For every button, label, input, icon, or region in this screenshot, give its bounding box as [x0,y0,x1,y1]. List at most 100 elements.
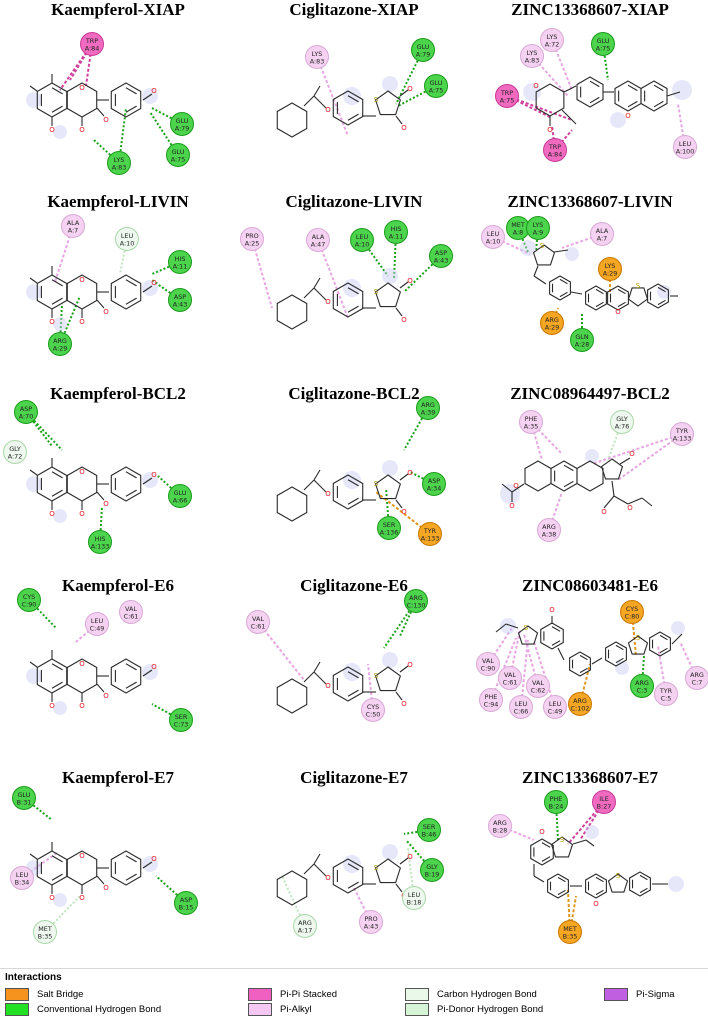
atom-label: O [401,316,407,324]
atom-label: O [79,510,85,518]
atom-label: O [49,894,55,902]
residue-position: A:133 [421,535,440,543]
atom-label: O [325,298,331,306]
residue-position: C:90 [481,665,496,673]
panel-title: ZINC13368607-XIAP [472,0,708,20]
atom-label: O [79,84,85,92]
atom-label: O [549,606,555,614]
legend-label-pi-donor-hydrogen-bond: Pi-Donor Hydrogen Bond [437,1004,543,1015]
legend-swatch-pi-pi-stacked [248,988,272,1001]
panel-title: Kaempferol-BCL2 [0,384,236,404]
atom-label: S [374,864,379,872]
atom-label: O [49,510,55,518]
panel-title: ZINC08964497-BCL2 [472,384,708,404]
residue-position: A:17 [298,927,313,935]
residue-position: A:72 [545,41,560,49]
residue-position: C:61 [503,679,518,687]
panel-title: Ciglitazone-BCL2 [236,384,472,404]
interactions-legend: Interactions Salt Bridge Conventional Hy… [0,968,708,1018]
residue-position: A:43 [434,257,449,265]
atom-label: O [593,900,599,908]
solvent-exposure-glow [53,701,67,715]
residue-position: A:66 [173,497,188,505]
residue-position: C:62 [531,687,546,695]
atom-label: O [103,884,109,892]
atom-label: O [539,828,545,836]
panel-title: ZINC13368607-E7 [472,768,708,788]
panel-title: Kaempferol-E6 [0,576,236,596]
residue-position: A:29 [53,345,68,353]
atom-label: O [401,700,407,708]
thiazolidinedione-ring [376,475,401,499]
atom-label: O [79,276,85,284]
cyclohexane-ring [277,487,306,521]
legend-label-salt-bridge: Salt Bridge [37,989,83,1000]
solvent-exposure-glow [26,284,42,300]
panel-title: Ciglitazone-E7 [236,768,472,788]
atom-label: O [49,318,55,326]
atom-label: O [79,852,85,860]
atom-label: O [79,894,85,902]
panel-title: Kaempferol-XIAP [0,0,236,20]
residue-position: A:76 [615,423,630,431]
solvent-exposure-glow [382,76,398,92]
legend-label-pi-sigma: Pi-Sigma [636,989,675,1000]
residue-position: A:75 [596,45,611,53]
residue-position: A:35 [524,423,539,431]
residue-position: A:75 [171,156,186,164]
residue-position: B:35 [38,933,53,941]
residue-position: C:66 [514,708,529,716]
residue-position: C:61 [251,623,266,631]
atom-label: S [636,634,641,642]
residue-position: B:15 [179,904,194,912]
residue-position: A:7 [68,227,78,235]
residue-position: C:94 [484,701,499,709]
atom-label: S [560,836,565,844]
atom-label: O [103,500,109,508]
atom-label: O [629,450,635,458]
residue-position: C:49 [548,708,563,716]
ligand-structure: SSO [520,240,678,316]
atom-label: O [151,279,157,287]
panel-title: ZINC08603481-E6 [472,576,708,596]
panel-title: Kaempferol-LIVIN [0,192,236,212]
solvent-exposure-glow [585,825,599,839]
